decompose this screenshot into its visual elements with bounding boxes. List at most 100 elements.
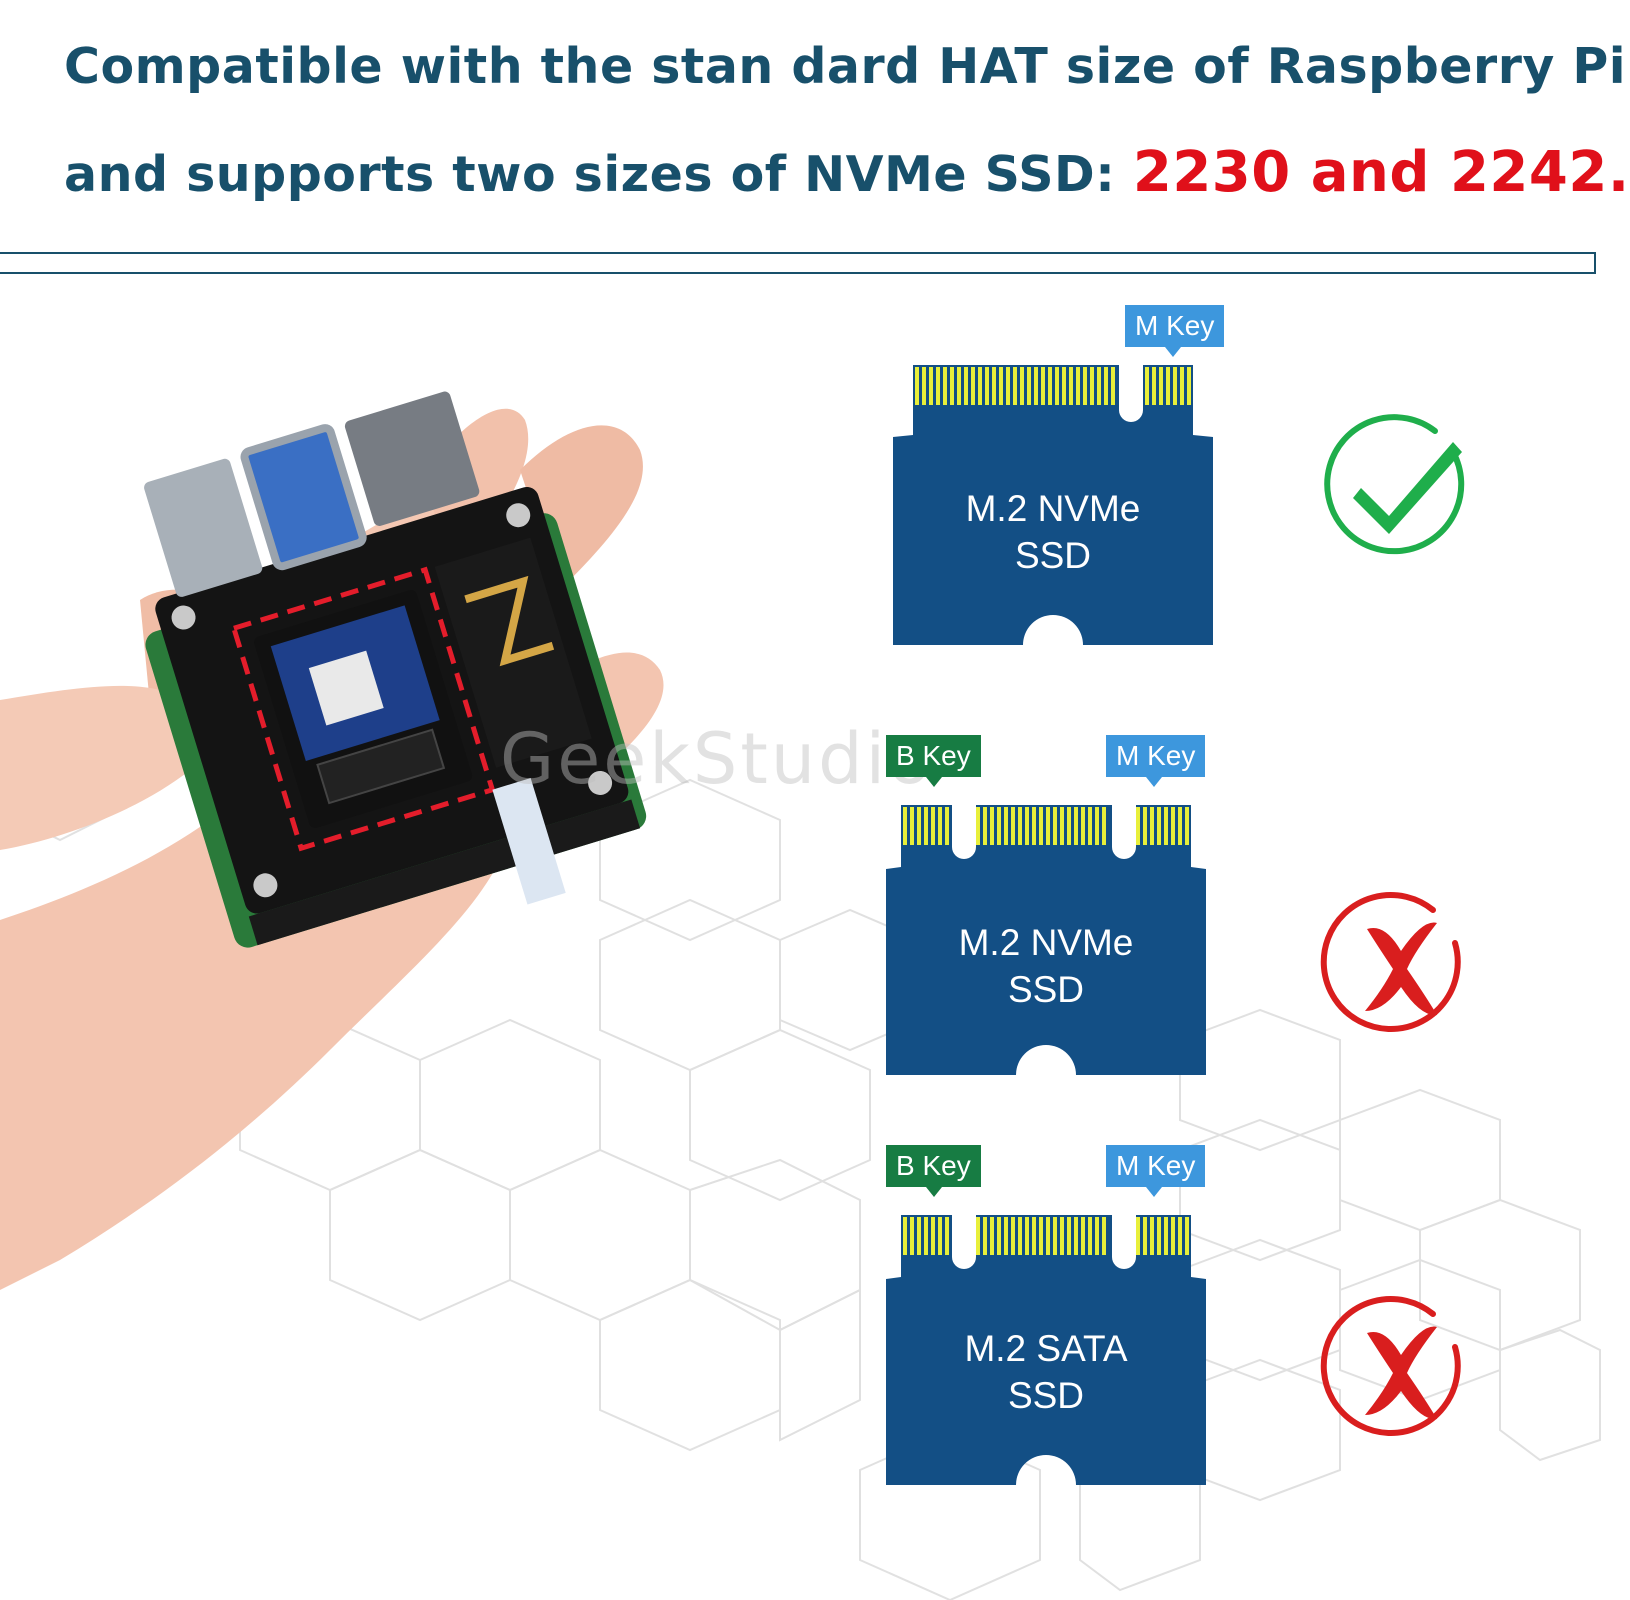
contact-pin xyxy=(903,1217,907,1255)
ssd-card-1-shape xyxy=(893,365,1213,645)
contact-pin xyxy=(1067,1217,1071,1255)
contact-pin xyxy=(1143,807,1147,845)
ssd-card-2-subtype: SSD xyxy=(1007,969,1085,1010)
contact-pin xyxy=(1157,1217,1161,1255)
contact-pin xyxy=(1081,807,1085,845)
contact-pin xyxy=(1164,807,1168,845)
ssd-card-3-contact-pins xyxy=(903,1213,1189,1269)
key-notch xyxy=(1112,803,1136,859)
headline-highlight-sizes: 2230 and 2242. xyxy=(1132,140,1630,205)
contact-pin xyxy=(1095,1217,1099,1255)
b-key-tag: B Key xyxy=(886,735,981,787)
ssd-card-m-key: M Key M.2 NVMe SSD xyxy=(893,305,1225,650)
cross-icon xyxy=(1320,892,1461,1032)
contact-pin xyxy=(1136,1217,1140,1255)
contact-pin xyxy=(1032,1217,1036,1255)
contact-pin xyxy=(1060,1217,1064,1255)
contact-pin xyxy=(1180,367,1184,405)
contact-pin xyxy=(1171,1217,1175,1255)
headline-line-2: and supports two sizes of NVMe SSD: 2230… xyxy=(64,140,1630,205)
contact-pin xyxy=(976,807,980,845)
ssd-card-2-contact-pins xyxy=(903,803,1189,859)
contact-pin xyxy=(917,807,921,845)
contact-pin xyxy=(1013,367,1017,405)
contact-pin xyxy=(931,807,935,845)
contact-pin xyxy=(1178,807,1182,845)
m-key-tag: M Key xyxy=(1106,1145,1206,1197)
contact-pin xyxy=(1088,807,1092,845)
contact-pin xyxy=(1053,1217,1057,1255)
headline-line-1: Compatible with the stan dard HAT size o… xyxy=(64,38,1627,95)
contact-pin xyxy=(1152,367,1156,405)
contact-pin xyxy=(978,367,982,405)
contact-pin xyxy=(1034,367,1038,405)
headline-line-2-prefix: and supports two sizes of NVMe SSD: xyxy=(64,146,1133,203)
contact-pin xyxy=(1157,807,1161,845)
contact-pin xyxy=(1006,367,1010,405)
contact-pin xyxy=(1004,807,1008,845)
contact-pin xyxy=(945,1217,949,1255)
header-divider xyxy=(0,252,1596,274)
contact-pin xyxy=(917,1217,921,1255)
contact-pin xyxy=(1020,367,1024,405)
contact-pin xyxy=(945,807,949,845)
contact-pin xyxy=(1039,807,1043,845)
contact-pin xyxy=(943,367,947,405)
contact-pin xyxy=(1053,807,1057,845)
contact-pin xyxy=(1011,807,1015,845)
hat-board xyxy=(144,391,647,948)
contact-pin xyxy=(990,1217,994,1255)
contact-pin xyxy=(1164,1217,1168,1255)
contact-pin xyxy=(929,367,933,405)
contact-pin xyxy=(1083,367,1087,405)
contact-pin xyxy=(1018,807,1022,845)
contact-pin xyxy=(1046,1217,1050,1255)
m-key-tag: M Key xyxy=(1106,735,1206,787)
contact-pin xyxy=(1025,807,1029,845)
ssd-card-b-m-key-sata: B Key M Key M.2 SATA SSD xyxy=(886,1145,1206,1490)
contact-pin xyxy=(938,807,942,845)
key-notch xyxy=(952,803,976,859)
contact-pin xyxy=(1027,367,1031,405)
contact-pin xyxy=(924,807,928,845)
contact-pin xyxy=(983,807,987,845)
contact-pin xyxy=(992,367,996,405)
m-key-tag: M Key xyxy=(1125,305,1225,357)
contact-pin xyxy=(938,1217,942,1255)
contact-pin xyxy=(1187,367,1191,405)
contact-pin xyxy=(1081,1217,1085,1255)
contact-pin xyxy=(1074,807,1078,845)
contact-pin xyxy=(1166,367,1170,405)
contact-pin xyxy=(1143,1217,1147,1255)
contact-pin xyxy=(922,367,926,405)
watermark-text: GeekStudio xyxy=(500,718,934,800)
contact-pin xyxy=(957,367,961,405)
contact-pin xyxy=(1090,367,1094,405)
contact-pin xyxy=(950,367,954,405)
ssd-card-3-subtype: SSD xyxy=(1007,1375,1085,1416)
ssd-card-1-contact-pins xyxy=(915,367,1191,405)
contact-pin xyxy=(1173,367,1177,405)
ssd-card-2-label: M.2 NVMe SSD xyxy=(886,919,1206,1013)
contact-pin xyxy=(1104,367,1108,405)
contact-pin xyxy=(1150,1217,1154,1255)
contact-pin xyxy=(1178,1217,1182,1255)
contact-pin xyxy=(1185,1217,1189,1255)
contact-pin xyxy=(990,807,994,845)
contact-pin xyxy=(924,1217,928,1255)
contact-pin xyxy=(1055,367,1059,405)
contact-pin xyxy=(910,807,914,845)
key-notch xyxy=(952,1213,976,1269)
contact-pin xyxy=(976,1217,980,1255)
contact-pin xyxy=(985,367,989,405)
contact-pin xyxy=(1150,807,1154,845)
contact-pin xyxy=(1102,1217,1106,1255)
contact-pin xyxy=(1067,807,1071,845)
contact-pin xyxy=(1041,367,1045,405)
contact-pin xyxy=(1095,807,1099,845)
contact-pin xyxy=(999,367,1003,405)
contact-pin xyxy=(1097,367,1101,405)
contact-pin xyxy=(1102,807,1106,845)
contact-pin xyxy=(1018,1217,1022,1255)
ssd-card-3-shape xyxy=(886,1213,1206,1485)
